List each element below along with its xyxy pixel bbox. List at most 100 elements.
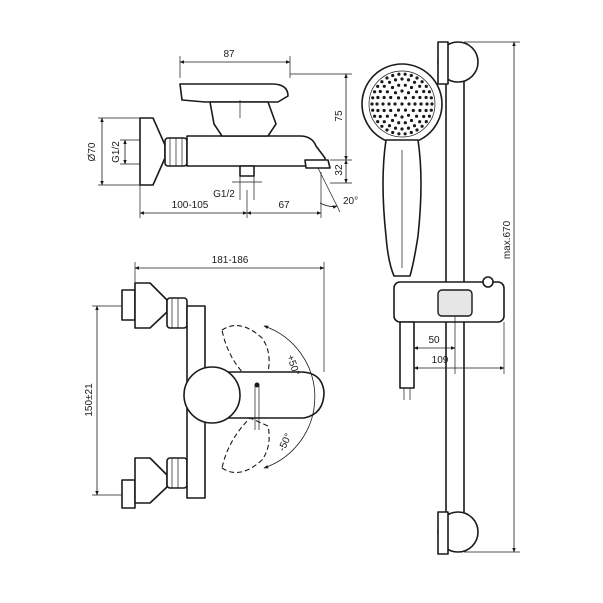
lever-handle xyxy=(179,83,289,103)
nozzle-dot xyxy=(430,102,434,106)
nozzle-dot xyxy=(427,114,431,118)
nozzle-dot xyxy=(393,126,398,130)
diverter-knob xyxy=(239,165,255,177)
dim-75-label: 75 xyxy=(334,110,345,122)
mixer-front-view: +50° -50° xyxy=(121,282,325,509)
dim-109-label: 109 xyxy=(432,355,449,366)
nozzle-dot xyxy=(424,84,428,88)
nozzle-dot xyxy=(397,72,401,76)
nozzle-dot xyxy=(409,85,414,90)
rotation-down-label: -50° xyxy=(277,432,295,453)
mixer-side-view xyxy=(139,83,331,186)
front-cartridge xyxy=(183,366,241,424)
nozzle-dot xyxy=(385,76,389,80)
dim-87: 87 xyxy=(179,49,291,78)
dim-150: 150±21 xyxy=(84,305,122,496)
nozzle-dot xyxy=(389,95,393,100)
nozzle-dot xyxy=(382,120,386,124)
nozzle-dot xyxy=(412,124,417,128)
nozzle-dot xyxy=(403,132,407,136)
nozzle-dot xyxy=(411,95,415,100)
nozzle-dot xyxy=(397,83,401,87)
nozzle-dot xyxy=(391,130,395,135)
dim-181-186: 181-186 xyxy=(134,255,325,372)
nozzle-dot xyxy=(389,108,393,113)
nozzle-dot xyxy=(419,102,423,106)
dim-max670-label: max.670 xyxy=(502,220,513,259)
nozzle-dot xyxy=(385,128,389,132)
nozzle-dot xyxy=(415,114,419,118)
nozzle-dot xyxy=(418,84,422,88)
bottom-bracket-base xyxy=(437,511,449,555)
nozzle-dot xyxy=(390,118,395,123)
nozzle-dot xyxy=(382,95,386,100)
dim-d70-label: Ø70 xyxy=(87,142,98,161)
shower-hose xyxy=(399,321,415,389)
nozzle-dot xyxy=(409,130,413,135)
dim-20deg: 20° xyxy=(317,167,358,213)
nozzle-dot xyxy=(424,95,428,100)
nozzle-dot xyxy=(411,108,415,113)
nozzle-dot xyxy=(371,108,375,112)
upper-nut xyxy=(166,297,188,329)
upper-inlet-cap xyxy=(121,289,136,321)
lower-eccentric xyxy=(134,457,168,504)
nozzle-dot xyxy=(403,121,407,125)
nozzle-dot xyxy=(382,84,386,88)
nozzle-dot xyxy=(409,73,413,78)
dim-75: 75 xyxy=(290,73,352,161)
dim-50-label: 50 xyxy=(428,335,440,346)
nozzle-dot xyxy=(413,102,417,106)
dim-100-105: 100-105 67 xyxy=(139,172,322,218)
nozzle-dot xyxy=(403,108,408,112)
dim-32: 32 xyxy=(330,159,352,184)
spout-outlet xyxy=(304,159,331,169)
nozzle-dot xyxy=(376,95,380,100)
lever-ghost-up xyxy=(221,324,270,381)
nozzle-dot xyxy=(406,113,411,117)
dim-67-label: 67 xyxy=(278,200,290,211)
nozzle-dot xyxy=(387,124,392,128)
nozzle-dot xyxy=(380,80,384,84)
nozzle-dot xyxy=(400,77,404,81)
nozzle-dot xyxy=(406,91,411,95)
nozzle-dot xyxy=(406,126,411,130)
nozzle-dot xyxy=(397,132,401,136)
shower-rail-view xyxy=(361,41,505,555)
nozzle-dot xyxy=(407,102,411,106)
nozzle-dot xyxy=(393,113,398,117)
dim-20deg-label: 20° xyxy=(343,196,358,207)
dim-100-105-label: 100-105 xyxy=(172,200,209,211)
nozzle-dot xyxy=(403,83,407,87)
nozzle-dot xyxy=(371,96,375,100)
nozzle-dot xyxy=(390,85,395,90)
nozzle-dot xyxy=(397,121,401,125)
mixer-body xyxy=(186,135,326,167)
cartridge-cap xyxy=(209,101,277,137)
nozzle-dot xyxy=(412,80,417,84)
lower-nut xyxy=(166,457,188,489)
nozzle-dot xyxy=(400,115,404,119)
nozzle-dot xyxy=(382,108,386,113)
nozzle-dot xyxy=(370,102,374,106)
nozzle-dot xyxy=(376,84,380,88)
nozzle-dot xyxy=(396,108,401,112)
nozzle-dot xyxy=(424,108,428,113)
nozzle-dot xyxy=(422,114,426,119)
nozzle-dot xyxy=(375,102,379,106)
nozzle-dot xyxy=(381,102,385,106)
nozzle-dot xyxy=(420,80,424,84)
nozzle-dot xyxy=(378,114,382,119)
nozzle-dot xyxy=(429,108,433,112)
dim-181-186-label: 181-186 xyxy=(212,255,249,266)
dim-max670: max.670 xyxy=(464,41,520,553)
dim-d70: Ø70 xyxy=(87,117,140,186)
lever-ghost-down xyxy=(221,417,270,474)
nozzle-dot xyxy=(420,124,424,128)
nozzle-dot xyxy=(376,108,380,113)
nozzle-dot xyxy=(396,96,401,100)
lower-inlet-cap xyxy=(121,479,136,509)
nozzle-dot xyxy=(391,73,395,78)
wall-flange xyxy=(139,117,166,186)
